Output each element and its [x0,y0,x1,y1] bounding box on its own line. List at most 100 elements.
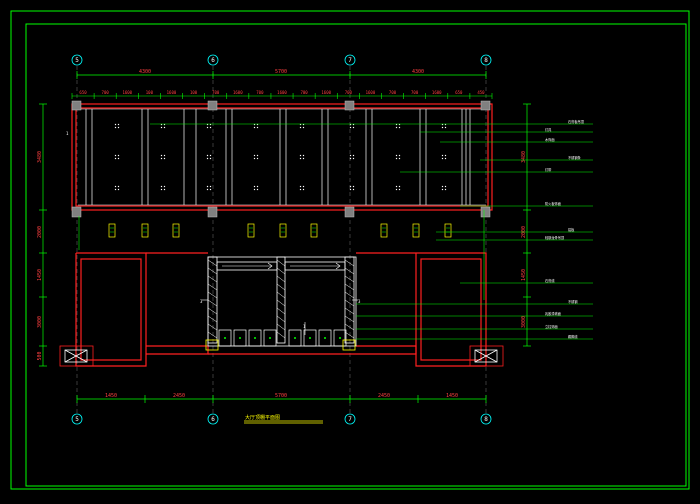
dim-top-detail-label: 700 [256,90,264,95]
light-dot [395,188,398,191]
callout-label: 木饰面 [545,137,555,142]
fixture-cell [303,329,317,347]
hatch-line [344,323,355,331]
light-dot [299,157,302,160]
light-dot [302,126,305,129]
corner-equipment-right [469,345,504,367]
hatch-line [344,275,355,283]
callout-label: 乳胶漆墙面 [545,311,561,316]
light-dot [349,126,352,129]
callout-label: 轻钢龙骨吊顶 [545,235,565,240]
dim-right-4: 3000 [521,316,527,328]
fixture-cell [318,329,332,347]
light-dot [441,123,444,126]
light-dot [253,185,256,188]
axis-label-top-8: 8 [484,57,488,64]
light-dot [444,126,447,129]
light-dot [302,188,305,191]
dim-top-overall-2: 5700 [275,69,287,75]
fixture-cell-dot [339,337,341,339]
light-dot [209,188,212,191]
light-dot [114,185,117,188]
wall-fixture [172,223,180,238]
light-dot [398,126,401,129]
axis-label-bottom-8: 8 [484,416,488,423]
callout-labels: 石膏板吊顶灯具木饰面不锈钢条灯带防火板饰面铝板轻钢龙骨吊顶石膏线不锈钢乳胶漆墙面… [545,119,585,339]
left-dim [39,103,47,367]
wall-fixtures [108,223,452,238]
light-dot [256,185,259,188]
hatch-line [344,307,355,315]
dim-top-detail-label: 700 [411,90,419,95]
light-dot [209,126,212,129]
fixture-cell-dot [224,337,226,339]
hatch-line [207,299,218,307]
light-dot [441,157,444,160]
light-dot [114,154,117,157]
hatch-line [344,259,355,267]
dim-bottom-5: 1450 [446,393,458,399]
wall-fixture [279,223,287,238]
light-dot [163,123,166,126]
wall-fixture [310,223,318,238]
light-dot [160,154,163,157]
hatch-line [276,331,286,339]
ceiling-lights [114,123,447,191]
light-dot [299,185,302,188]
light-dot [302,123,305,126]
light-dot [441,126,444,129]
light-dot [209,154,212,157]
light-dot [299,126,302,129]
hatch-line [344,315,355,323]
hatch-line [207,315,218,323]
callout-leaders [78,123,593,340]
light-dot [206,123,209,126]
light-dot [209,185,212,188]
dim-top-overall-1: 4300 [139,69,151,75]
dim-right-3: 1450 [521,269,527,281]
light-dot [398,154,401,157]
dim-top-detail-label: 1600 [366,90,376,95]
light-dot [441,185,444,188]
section-mark-lines [202,299,358,335]
hatch-line [344,291,355,299]
dim-left-2: 2000 [37,226,43,238]
light-dot [206,154,209,157]
light-dot [395,154,398,157]
plan-title-underline [244,420,323,424]
light-dot [349,123,352,126]
light-dot [160,157,163,160]
fixture-cell-dot [294,337,296,339]
vestibule-hatch [207,259,355,339]
plan-title: 大厅顶棚平面图 [245,414,280,421]
light-dot [352,188,355,191]
fixture-cell [248,329,262,347]
light-dot [302,154,305,157]
light-dot [441,154,444,157]
callout-label: 石膏线 [545,278,555,283]
light-dot [299,188,302,191]
fixture-cell [218,329,232,347]
hatch-line [207,283,218,291]
light-dot [349,157,352,160]
light-dot [352,185,355,188]
lower-fixture-row [218,329,347,347]
wall-fixture [444,223,452,238]
light-dot [395,123,398,126]
axis-label-top-6: 6 [211,57,215,64]
dim-top-detail-label: 1600 [277,90,287,95]
callout-label: 石膏板吊顶 [568,119,585,124]
light-dot [398,185,401,188]
axis-label-bottom-5: 5 [75,416,79,423]
dim-right-1: 3480 [521,151,527,163]
light-dot [256,123,259,126]
hatch-line [207,323,218,331]
hatch-line [344,267,355,275]
hatch-line [276,299,286,307]
light-dot [352,157,355,160]
dim-top-detail-label: 700 [102,90,110,95]
dim-left-5: 500 [37,351,43,360]
callout-label: 灯具 [545,127,552,132]
